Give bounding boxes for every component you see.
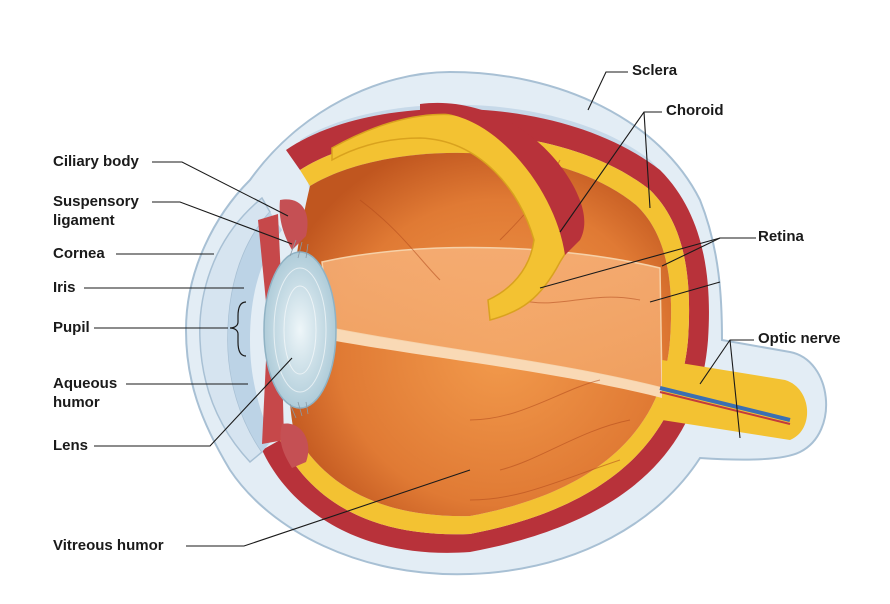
label-optic-nerve: Optic nerve [758, 330, 841, 347]
label-retina: Retina [758, 228, 804, 245]
suspensory-fibers [289, 239, 309, 419]
optic-vessels [659, 386, 791, 422]
label-aqueous-humor-2: humor [53, 394, 100, 411]
label-cornea: Cornea [53, 245, 105, 262]
section-edge [330, 328, 662, 398]
label-sclera: Sclera [632, 62, 678, 79]
ciliary-body-lower [280, 423, 309, 468]
choroid-layer [262, 108, 709, 553]
aqueous-region [228, 212, 282, 452]
label-suspensory-ligament-1: Suspensory [53, 193, 139, 210]
retina-layer [280, 133, 690, 535]
lens-shape [263, 251, 337, 409]
label-choroid: Choroid [666, 102, 724, 119]
leader-lines [84, 71, 756, 547]
label-iris: Iris [53, 279, 76, 296]
label-aqueous-humor-1: Aqueous [53, 375, 118, 392]
lens-rings [273, 267, 327, 393]
label-vitreous-humor: Vitreous humor [53, 537, 164, 554]
label-suspensory-ligament-2: ligament [53, 212, 115, 229]
pupil-bracket [229, 301, 247, 357]
choroid-flap [420, 102, 585, 256]
ciliary-body-upper [279, 199, 308, 250]
label-pupil: Pupil [53, 319, 90, 336]
label-lens: Lens [53, 437, 89, 454]
label-ciliary-body: Ciliary body [53, 153, 139, 170]
optic-artery [659, 391, 791, 425]
